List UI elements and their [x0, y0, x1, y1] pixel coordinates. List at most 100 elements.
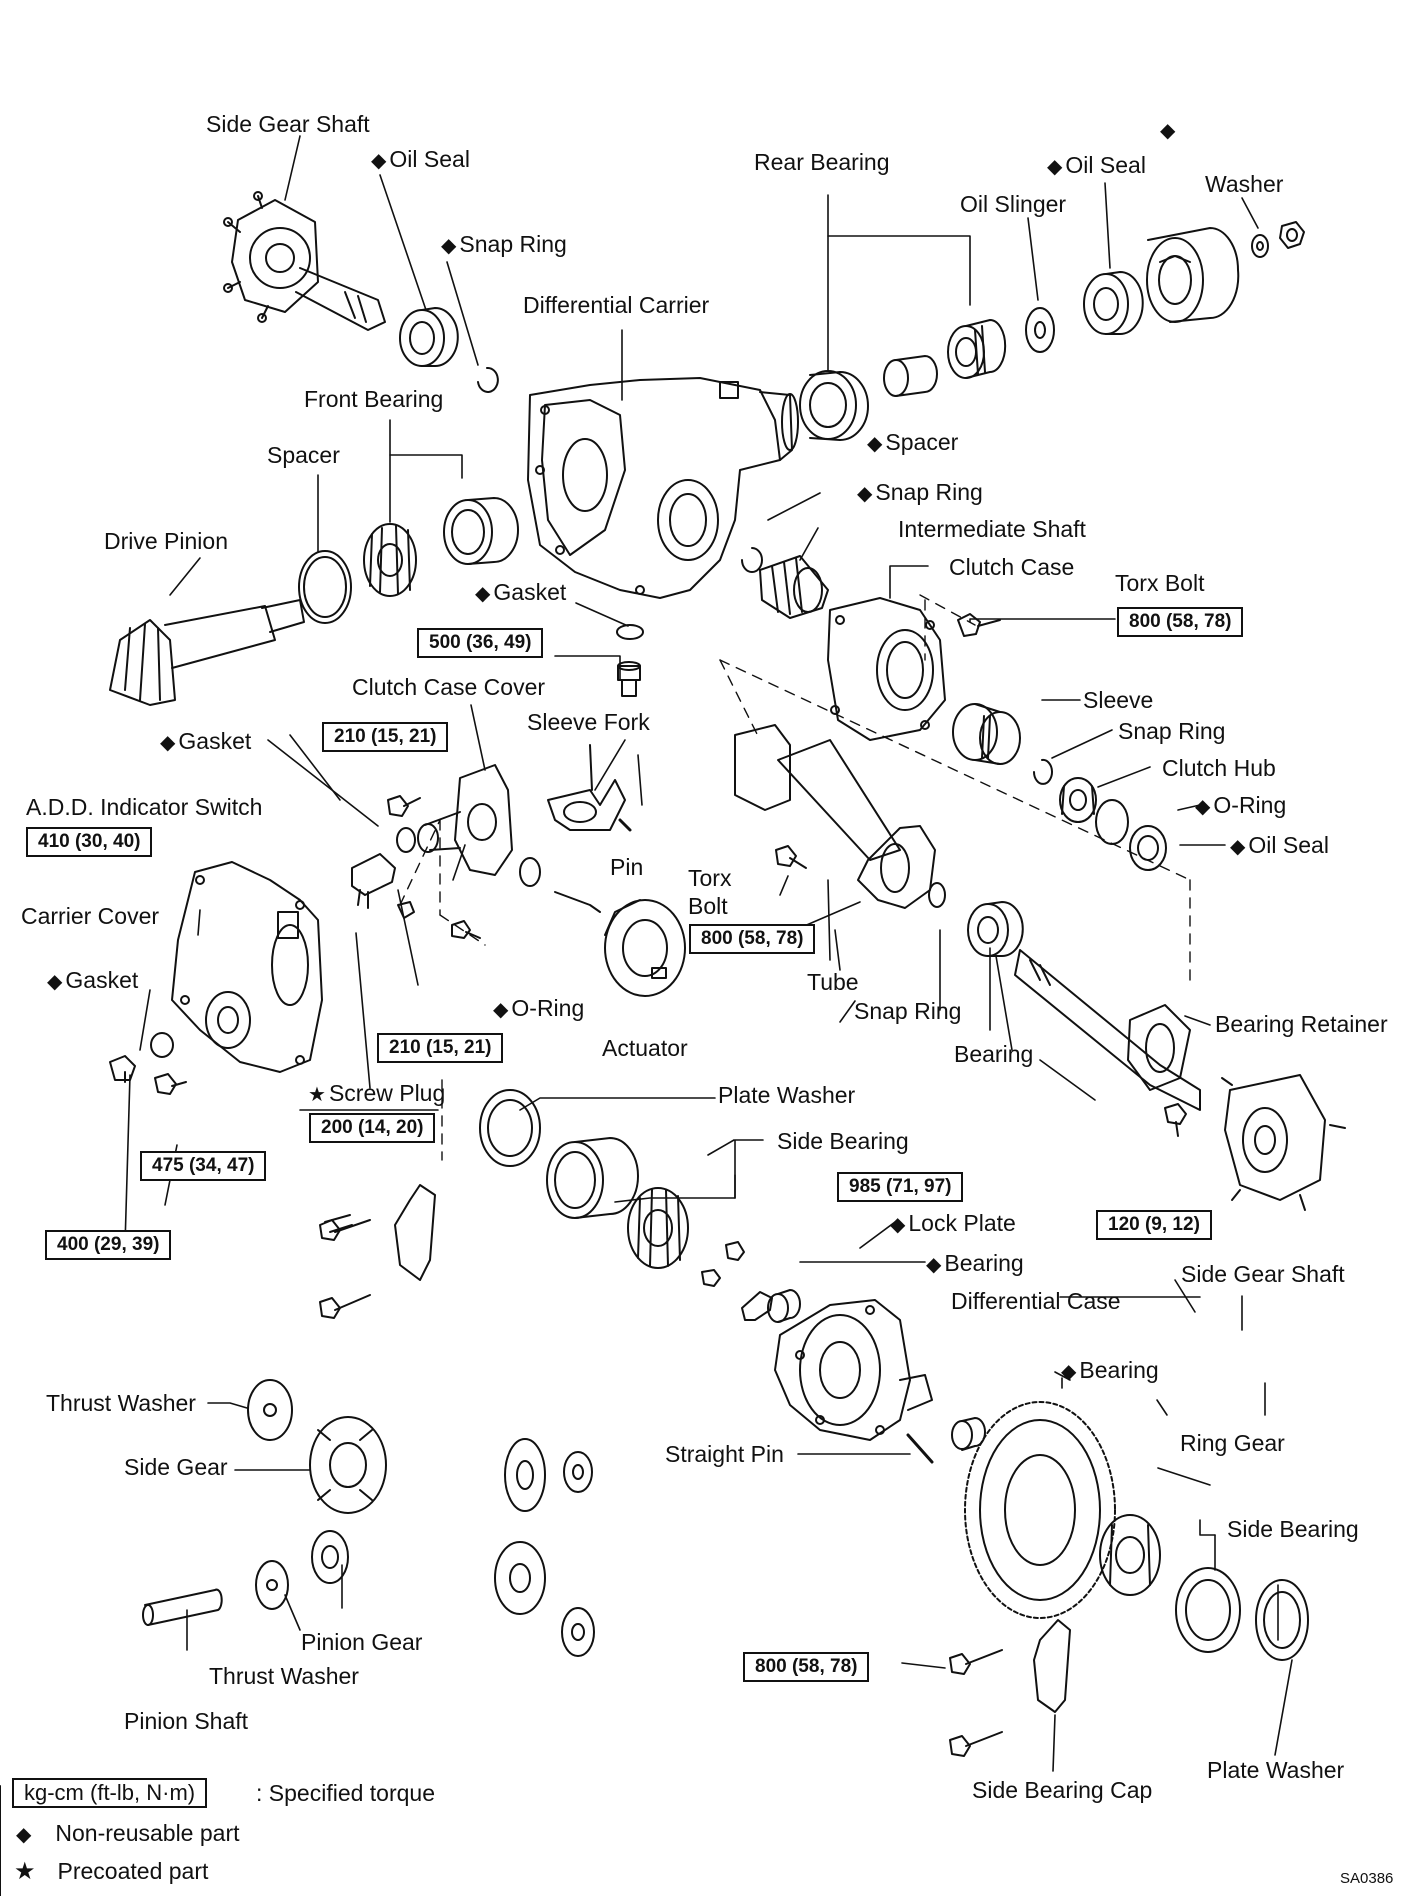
- label-plate-washer-top: Plate Washer: [718, 1082, 856, 1108]
- legend-unit-box: kg-cm (ft-lb, N·m): [12, 1778, 208, 1808]
- label-gasket-top: ◆Gasket: [475, 579, 567, 605]
- label-thrust-washer-bottom: Thrust Washer: [209, 1663, 359, 1689]
- label-drive-pinion: Drive Pinion: [104, 528, 228, 554]
- o-ring-right-part: [1095, 799, 1129, 845]
- label-side-gear-shaft-top: Side Gear Shaft: [206, 111, 370, 137]
- label-oil-seal-right: ◆Oil Seal: [1047, 152, 1146, 178]
- side-gear-shaft-right-part: [1014, 949, 1346, 1211]
- front-bearing-race-part: [443, 497, 519, 565]
- label-snap-ring-top: ◆Snap Ring: [441, 231, 567, 257]
- label-bearing-retainer: Bearing Retainer: [1215, 1011, 1388, 1037]
- label-differential-case: Differential Case: [951, 1288, 1121, 1314]
- torque-400: 400 (29, 39): [45, 1230, 172, 1260]
- oil-seal-right-part: [1083, 271, 1144, 335]
- bearing-lower-part: [951, 1417, 986, 1451]
- ring-gear-part: [964, 1401, 1116, 1619]
- label-torx-bolt-right: Torx Bolt: [1115, 570, 1205, 596]
- label-bearing-mid: Bearing: [954, 1041, 1034, 1067]
- clutch-case-part: [827, 597, 946, 741]
- companion-flange-part: [1146, 227, 1240, 323]
- leader-lines: [124, 135, 1293, 1772]
- torque-210-top: 210 (15, 21): [322, 722, 449, 752]
- differential-case-part: [774, 1299, 933, 1441]
- lock-plate-part: [741, 1291, 773, 1321]
- sleeve-fork-part: [547, 744, 626, 831]
- torque-500: 500 (36, 49): [417, 628, 544, 658]
- label-tube: Tube: [807, 969, 859, 995]
- rear-bearing-cone-part: [947, 319, 1007, 379]
- snap-ring-lower-part: [928, 882, 946, 908]
- straight-pin-part: [906, 1433, 934, 1464]
- label-o-ring-mid: ◆O-Ring: [493, 995, 585, 1021]
- spider-gears-part: [494, 1438, 595, 1657]
- label-differential-carrier: Differential Carrier: [523, 292, 710, 318]
- label-snap-ring-lower: Snap Ring: [854, 998, 962, 1024]
- actuator-part: [554, 891, 686, 997]
- diamond-isolated: ◆: [1160, 120, 1176, 142]
- carrier-cover-part: [171, 861, 323, 1073]
- bolt-985-part: [701, 1241, 745, 1287]
- differential-carrier-part: [527, 377, 799, 599]
- torx-bolt-mid-part: [775, 845, 807, 869]
- sleeve-part: [952, 703, 1021, 765]
- drain-plug-part: [617, 661, 641, 697]
- gasket-left-part: [396, 827, 416, 853]
- front-bearing-cone-part: [363, 523, 417, 597]
- oil-slinger-part: [1025, 307, 1055, 353]
- oil-seal-lower-part: [1129, 825, 1167, 871]
- tube-part: [734, 724, 936, 909]
- pinion-shaft-part: [142, 1588, 223, 1626]
- label-thrust-washer-top: Thrust Washer: [46, 1390, 196, 1416]
- rear-bearing-race-part: [799, 370, 869, 441]
- label-ring-gear: Ring Gear: [1180, 1430, 1285, 1456]
- side-bearing-cone-top-part: [627, 1187, 689, 1269]
- bearing-mid-part: [967, 901, 1024, 957]
- gasket-top-part: [616, 624, 644, 640]
- pin-part: [618, 818, 632, 832]
- torx-bolt-right-part: [957, 613, 1001, 637]
- plate-washer-top-part: [479, 1089, 541, 1167]
- label-torx-bolt-mid-2: Bolt: [688, 893, 728, 919]
- intermediate-shaft-part: [759, 555, 829, 619]
- label-torx-bolt-mid-1: Torx: [688, 865, 732, 891]
- snap-ring-right-part: [1033, 758, 1053, 785]
- label-side-bearing-bottom: Side Bearing: [1227, 1516, 1359, 1542]
- bolt-210-top-part: [387, 795, 421, 817]
- side-gear-part: [309, 1416, 387, 1514]
- label-clutch-case-cover: Clutch Case Cover: [352, 674, 546, 700]
- torque-800-bottom: 800 (58, 78): [743, 1652, 870, 1682]
- torque-410: 410 (30, 40): [26, 827, 153, 857]
- thrust-washer-top-part: [247, 1379, 293, 1441]
- label-straight-pin: Straight Pin: [665, 1441, 784, 1467]
- label-gasket-left: ◆Gasket: [160, 728, 252, 754]
- o-ring-mid-part: [519, 857, 541, 887]
- label-intermediate-shaft: Intermediate Shaft: [898, 516, 1086, 542]
- label-clutch-hub: Clutch Hub: [1162, 755, 1276, 781]
- label-pinion-gear: Pinion Gear: [301, 1629, 423, 1655]
- label-snap-ring-right: Snap Ring: [1118, 718, 1226, 744]
- add-switch-part: [351, 853, 396, 909]
- label-washer: Washer: [1205, 171, 1284, 197]
- label-front-bearing: Front Bearing: [304, 386, 444, 412]
- label-actuator: Actuator: [602, 1035, 688, 1061]
- snap-ring-mid-part: [741, 547, 763, 573]
- plate-washer-bottom-part: [1255, 1579, 1309, 1661]
- pinion-gear-part: [311, 1530, 349, 1584]
- label-screw-plug: ★Screw Plug: [308, 1080, 446, 1106]
- side-bearing-cap-left-part: [319, 1184, 436, 1319]
- bearing-case-part: [767, 1289, 801, 1323]
- label-bearing-case: ◆Bearing: [926, 1250, 1024, 1276]
- spacer-mid-part: [883, 355, 938, 397]
- label-snap-ring-mid: ◆Snap Ring: [857, 479, 983, 505]
- label-sleeve-fork: Sleeve Fork: [527, 709, 650, 735]
- bolt-475-part: [154, 1073, 187, 1095]
- label-pin: Pin: [610, 854, 644, 880]
- torque-120: 120 (9, 12): [1096, 1210, 1212, 1240]
- side-bearing-cap-bottom-part: [949, 1619, 1071, 1757]
- label-carrier-cover: Carrier Cover: [21, 903, 160, 929]
- legend-precoated: ★Precoated part: [14, 1858, 209, 1885]
- label-oil-slinger: Oil Slinger: [960, 191, 1067, 217]
- spacer-left-part: [298, 550, 352, 624]
- label-gasket-lower: ◆Gasket: [47, 967, 139, 993]
